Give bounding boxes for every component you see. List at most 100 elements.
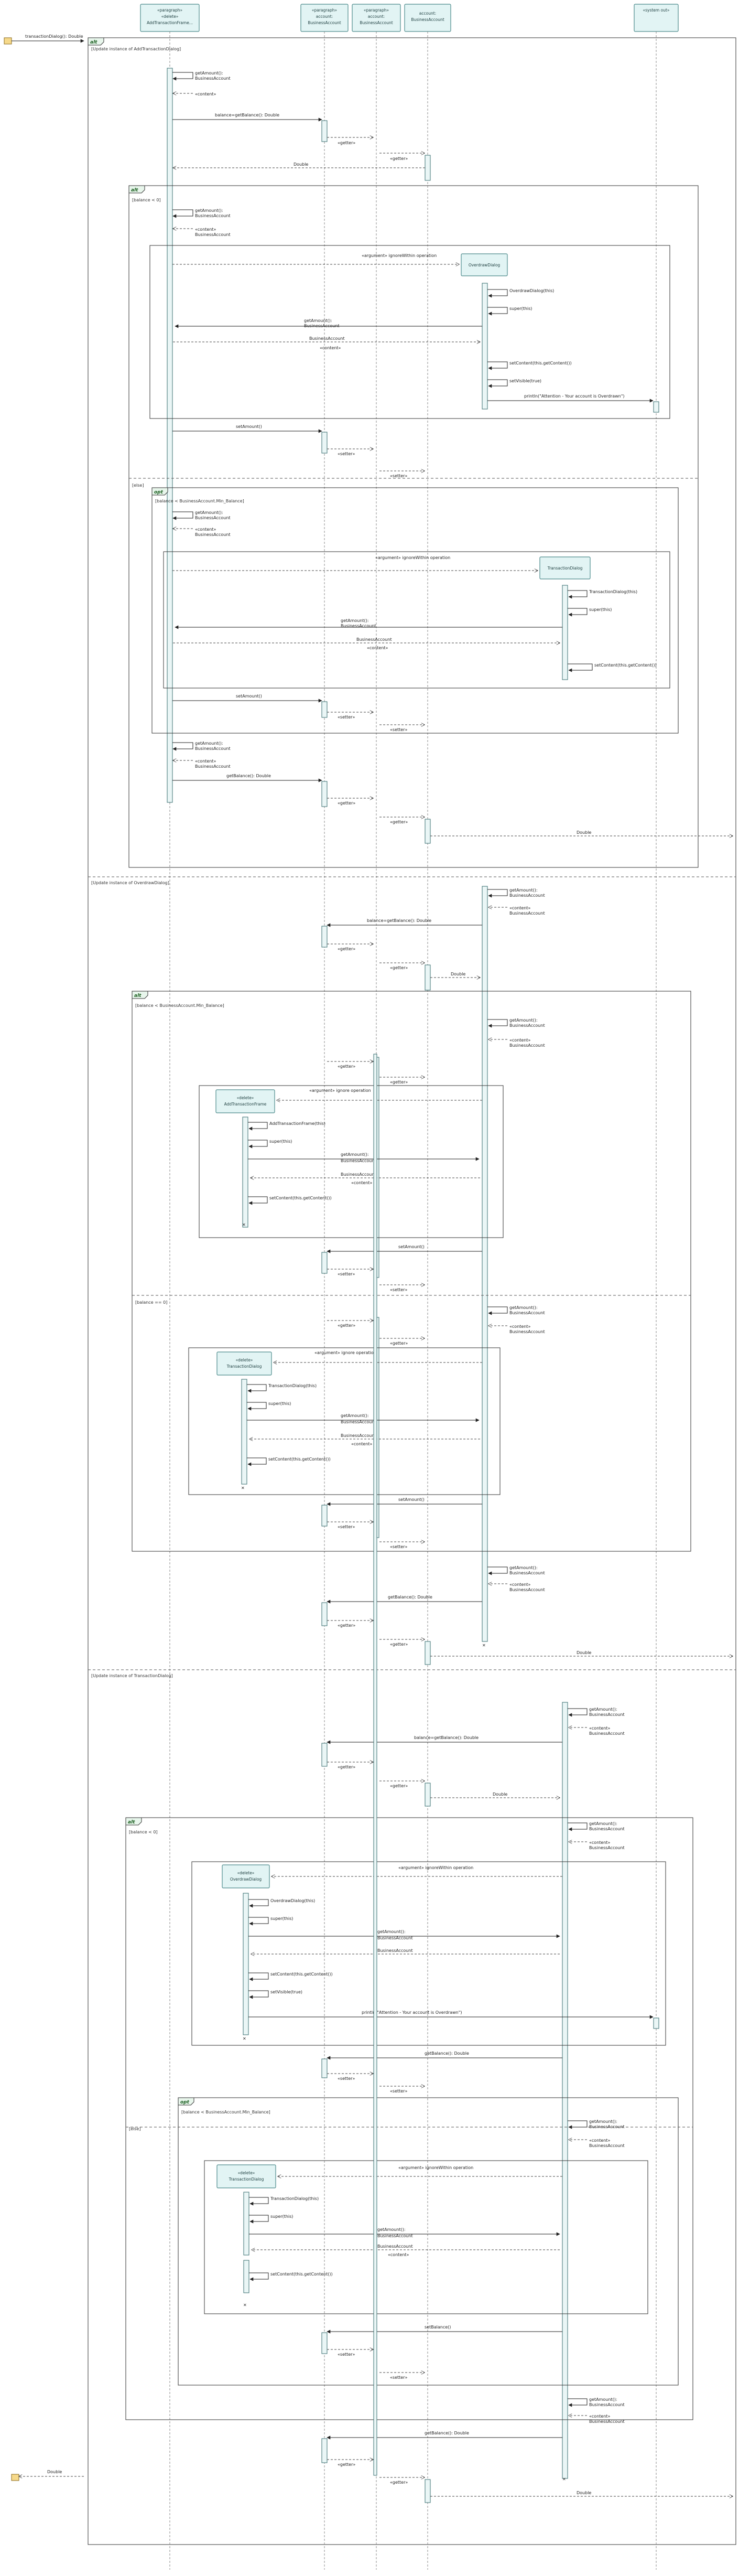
- start-actor-icon: [4, 37, 12, 45]
- svg-text:«system out»: «system out»: [643, 8, 670, 13]
- alt-fragment-c: [125, 1817, 693, 2420]
- destroy-mark-transaction: ✕: [562, 2477, 566, 2482]
- svg-text:«argument» ignoreWithin operat: «argument» ignoreWithin operation: [362, 253, 437, 258]
- destroy-mark-c2: ✕: [243, 2303, 247, 2307]
- svg-text:«content»: «content»: [195, 227, 216, 232]
- svg-text:BusinessAccount: BusinessAccount: [195, 232, 231, 237]
- svg-text:TransactionDialog(this): TransactionDialog(this): [268, 1383, 317, 1388]
- svg-text:BusinessAccount: BusinessAccount: [356, 637, 392, 642]
- svg-text:setContent(this.getContent()): setContent(this.getContent()): [509, 361, 572, 366]
- svg-text:«getter»: «getter»: [390, 1642, 408, 1647]
- svg-text:[else]: [else]: [132, 483, 144, 488]
- svg-text:balance=getBalance(): Double: balance=getBalance(): Double: [414, 1735, 479, 1740]
- svg-text:getAmount():: getAmount():: [341, 1152, 369, 1157]
- svg-text:TransactionDialog(this): TransactionDialog(this): [270, 2196, 319, 2201]
- svg-text:«getter»: «getter»: [390, 2480, 408, 2485]
- svg-text:TransactionDialog: TransactionDialog: [226, 1364, 262, 1369]
- svg-text:BusinessAccount: BusinessAccount: [509, 893, 545, 898]
- svg-text:BusinessAccount: BusinessAccount: [509, 1311, 545, 1315]
- svg-text:getAmount():: getAmount():: [377, 2227, 406, 2232]
- svg-text:Double: Double: [577, 830, 591, 835]
- svg-text:BusinessAccount: BusinessAccount: [589, 1827, 625, 1831]
- svg-text:[balance == 0]: [balance == 0]: [135, 1300, 167, 1305]
- section-a-guard: [Update instance of AddTransactionDialog…: [91, 47, 181, 51]
- svg-text:Double: Double: [451, 972, 465, 976]
- svg-text:super(this): super(this): [270, 2214, 293, 2219]
- svg-text:BusinessAccount: BusinessAccount: [308, 20, 341, 25]
- svg-text:BusinessAccount: BusinessAccount: [509, 1571, 545, 1575]
- svg-text:alt: alt: [128, 1820, 135, 1825]
- svg-text:«paragraph»: «paragraph»: [364, 8, 389, 13]
- end-actor-icon: [11, 2474, 19, 2481]
- svg-text:account:: account:: [419, 11, 436, 16]
- svg-text:«content»: «content»: [589, 2414, 611, 2419]
- svg-text:BusinessAccount: BusinessAccount: [341, 1172, 376, 1177]
- entry-label: transactionDialog(): Double: [25, 34, 83, 39]
- svg-text:BusinessAccount: BusinessAccount: [195, 76, 231, 81]
- svg-text:setContent(this.getContent()): setContent(this.getContent()): [270, 1972, 333, 1977]
- svg-text:setContent(this.getContent()): setContent(this.getContent()): [268, 1457, 331, 1462]
- destroy-mark-overdraw: ✕: [482, 1643, 486, 1648]
- svg-text:«content»: «content»: [509, 1038, 531, 1043]
- svg-text:getAmount():: getAmount():: [509, 1018, 538, 1023]
- svg-text:BusinessAccount: BusinessAccount: [377, 2244, 413, 2249]
- svg-text:«setter»: «setter»: [338, 452, 355, 456]
- svg-text:BusinessAccount: BusinessAccount: [195, 532, 231, 537]
- svg-text:«content»: «content»: [509, 906, 531, 910]
- section-c-guard: [Update instance of TransactionDialog]: [91, 1673, 173, 1678]
- svg-text:TransactionDialog(this): TransactionDialog(this): [589, 589, 637, 594]
- participant-overdrawdialog: [461, 253, 508, 276]
- svg-text:BusinessAccount: BusinessAccount: [309, 336, 345, 341]
- svg-text:setVisible(true): setVisible(true): [270, 1990, 302, 1994]
- svg-text:alt: alt: [131, 188, 138, 193]
- svg-text:getAmount():: getAmount():: [195, 71, 223, 76]
- svg-text:BusinessAccount: BusinessAccount: [195, 746, 231, 751]
- svg-text:account:: account:: [368, 14, 385, 19]
- svg-text:«delete»: «delete»: [238, 2171, 255, 2175]
- participant-addtransactionframe: «paragraph» «delete» AddTransactionFrame…: [140, 4, 200, 32]
- svg-text:«content»: «content»: [195, 92, 216, 96]
- svg-text:«getter»: «getter»: [338, 1323, 355, 1328]
- svg-text:BusinessAccount: BusinessAccount: [341, 624, 376, 628]
- svg-text:setContent(this.getContent()): setContent(this.getContent()): [270, 2272, 333, 2277]
- participant-transactiondialog-a: [539, 556, 591, 579]
- svg-text:«argument» ignoreWithin operat: «argument» ignoreWithin operation: [398, 2165, 473, 2170]
- svg-text:BusinessAccount: BusinessAccount: [589, 2419, 625, 2424]
- svg-text:AddTransactionFrame: AddTransactionFrame: [224, 1102, 267, 1107]
- svg-text:setContent(this.getContent()): setContent(this.getContent()): [269, 1196, 332, 1200]
- svg-text:BusinessAccount: BusinessAccount: [509, 911, 545, 916]
- svg-text:«paragraph»: «paragraph»: [312, 8, 338, 13]
- svg-text:«argument» ignore operation: «argument» ignore operation: [309, 1088, 371, 1093]
- svg-text:«getter»: «getter»: [338, 2462, 355, 2467]
- activation-a-main: [167, 68, 173, 803]
- svg-text:«setter»: «setter»: [390, 1287, 407, 1292]
- svg-text:TransactionDialog: TransactionDialog: [229, 2177, 264, 2182]
- svg-text:getBalance(): Double: getBalance(): Double: [388, 1595, 432, 1600]
- svg-text:println("Attention - Your acco: println("Attention - Your account is Ove…: [362, 2010, 462, 2015]
- svg-text:«content»: «content»: [388, 2252, 409, 2257]
- outer-frame: [88, 37, 736, 2545]
- svg-text:setAmount(): setAmount(): [236, 424, 262, 429]
- svg-text:«delete»: «delete»: [161, 14, 179, 19]
- svg-text:setVisible(true): setVisible(true): [509, 379, 541, 383]
- svg-text:balance=getBalance(): Double: balance=getBalance(): Double: [215, 113, 279, 117]
- svg-text:getAmount():: getAmount():: [589, 1707, 617, 1712]
- svg-text:getBalance(): Double: getBalance(): Double: [425, 2051, 469, 2056]
- destroy-mark-c1: ✕: [243, 2036, 246, 2041]
- svg-text:BusinessAccount: BusinessAccount: [509, 1043, 545, 1048]
- svg-text:«setter»: «setter»: [338, 715, 355, 720]
- svg-text:«getter»: «getter»: [338, 1623, 355, 1628]
- svg-text:alt: alt: [90, 40, 97, 45]
- exit-label: Double: [47, 2470, 62, 2474]
- svg-text:setBalance(): setBalance(): [425, 2325, 451, 2330]
- svg-text:getAmount():: getAmount():: [589, 2119, 617, 2124]
- svg-text:BusinessAccount: BusinessAccount: [195, 213, 231, 218]
- svg-text:getAmount():: getAmount():: [589, 1821, 617, 1826]
- svg-text:account:: account:: [316, 14, 333, 19]
- opt-fragment-c: [178, 2097, 679, 2386]
- svg-text:«delete»: «delete»: [237, 1096, 254, 1100]
- svg-text:[balance < 0]: [balance < 0]: [129, 1830, 158, 1834]
- svg-text:«getter»: «getter»: [338, 1064, 355, 1069]
- participant-addtx-c1: [222, 1864, 270, 1888]
- svg-text:opt: opt: [154, 490, 164, 495]
